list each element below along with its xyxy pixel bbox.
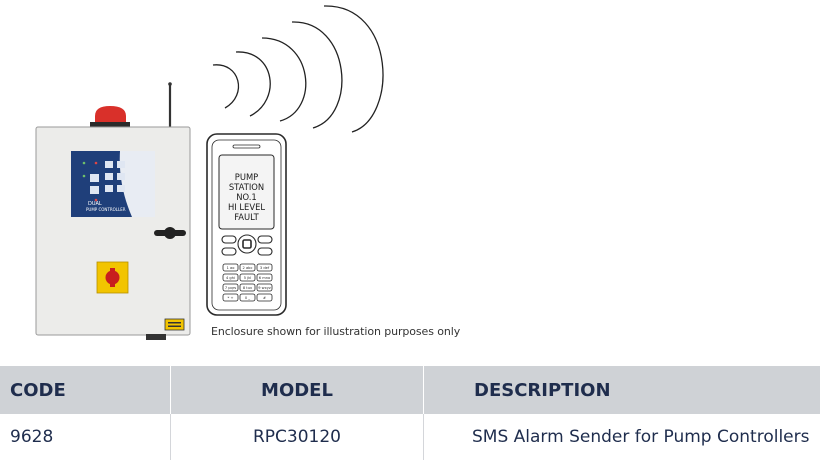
keypad-key: 1 ao [227,266,235,270]
phone-screen [218,154,275,230]
keypad-key: 4 ghi [226,276,235,280]
phone-nav-keys [221,234,273,256]
phone-screen-line: STATION [229,182,264,192]
keypad-key: * + [228,296,234,300]
keypad-key: 5 jkl [244,276,252,280]
phone-keypad: 1 ao 2 abc 3 def 4 ghi 5 jkl 6 mno 7 pqr… [222,263,273,302]
product-table: CODE MODEL DESCRIPTION 9628 RPC30120 SMS… [0,366,820,460]
product-illustration: DUAL PUMP CONTROLLER PUMP STATION NO.1 [35,5,384,340]
isolator-switch-icon [96,261,129,294]
keypad-key: 3 def [260,266,270,270]
cell-model: RPC30120 [170,414,424,460]
keypad-key: 9 wxyz [258,286,271,290]
antenna-icon [168,82,172,128]
phone-screen-line: FAULT [234,212,259,222]
alarm-beacon-icon [90,106,130,128]
keypad-key: 0 _ [245,296,250,300]
signal-waves-icon [212,5,384,133]
keypad-key: # [263,296,266,300]
mobile-phone-icon: PUMP STATION NO.1 HI LEVEL FAULT 1 ao 2 … [206,133,287,316]
phone-screen-line: NO.1 [236,192,257,202]
keypad-key: 8 tuv [243,286,253,290]
control-panel-enclosure: DUAL PUMP CONTROLLER [35,126,191,340]
keypad-key: 2 abc [243,266,253,270]
cell-description: SMS Alarm Sender for Pump Controllers [423,414,820,460]
keypad-key: 7 pqrs [225,286,236,290]
panel-label-line1: DUAL [88,201,102,207]
column-header-model: MODEL [170,366,424,414]
table-row: 9628 RPC30120 SMS Alarm Sender for Pump … [0,414,820,460]
phone-screen-line: PUMP [235,172,258,182]
column-header-description: DESCRIPTION [423,366,820,414]
table-header-row: CODE MODEL DESCRIPTION [0,366,820,414]
warning-sticker-icon [164,318,185,331]
illustration-caption: Enclosure shown for illustration purpose… [211,325,461,338]
column-header-code: CODE [0,366,171,414]
phone-message: PUMP STATION NO.1 HI LEVEL FAULT [228,172,265,222]
door-handle-icon [154,227,186,239]
keypad-key: 6 mno [259,276,270,280]
cell-code: 9628 [10,427,54,447]
panel-label-line2: PUMP CONTROLLER [86,207,126,212]
phone-screen-line: HI LEVEL [228,202,265,212]
